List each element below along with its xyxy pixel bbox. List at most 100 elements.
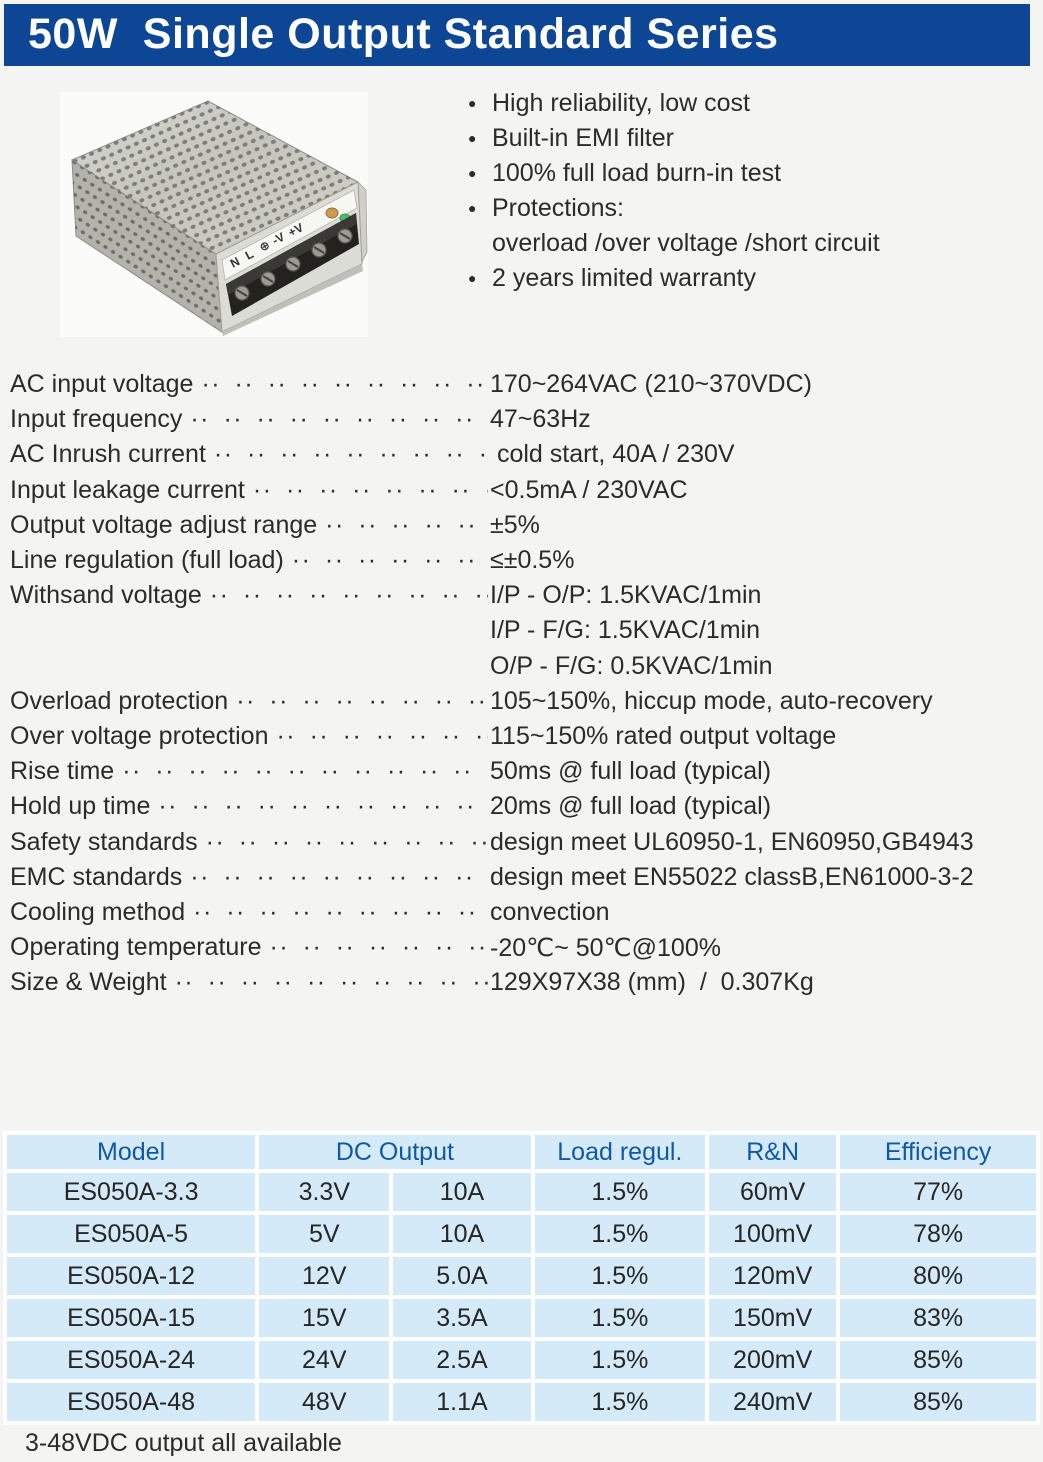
screw-slot — [262, 274, 274, 283]
spec-row: Over voltage protection ·· ·· ·· ·· ·· ·… — [10, 719, 1036, 754]
spec-row: Rise time ·· ·· ·· ·· ·· ·· ·· ·· ·· ·· … — [10, 754, 1036, 789]
dot-leader: ·· ·· ·· ·· ·· ·· ·· ·· ·· ·· ·· ·· ·· ·… — [209, 581, 488, 610]
screw-slot — [236, 288, 248, 297]
spec-left: Over voltage protection ·· ·· ·· ·· ·· ·… — [10, 722, 490, 751]
spec-value: 50ms @ full load (typical) — [490, 757, 772, 786]
table-cell: 85% — [840, 1383, 1036, 1421]
psu-top-perforation — [72, 100, 358, 254]
spec-value: I/P - O/P: 1.5KVAC/1min — [490, 581, 762, 610]
screw-slot — [339, 231, 351, 240]
dot-leader: ·· ·· ·· ·· ·· ·· ·· ·· ·· ·· ·· ·· ·· ·… — [174, 968, 488, 997]
table-cell: 3.3V — [259, 1173, 390, 1211]
terminal-label-strip — [221, 188, 358, 281]
feature-text: High reliability, low cost — [492, 89, 750, 117]
spec-label: Overload protection — [10, 686, 229, 715]
spec-value: design meet EN55022 classB,EN61000-3-2 — [490, 862, 974, 891]
terminal-block-top — [226, 212, 357, 295]
spec-left: Rise time ·· ·· ·· ·· ·· ·· ·· ·· ·· ·· … — [10, 757, 490, 786]
spec-left: Hold up time ·· ·· ·· ·· ·· ·· ·· ·· ·· … — [10, 792, 490, 821]
table-cell: 12V — [259, 1257, 390, 1295]
spec-left: EMC standards ·· ·· ·· ·· ·· ·· ·· ·· ··… — [10, 863, 490, 892]
spec-row: Withsand voltage ·· ·· ·· ·· ·· ·· ·· ··… — [10, 578, 1036, 613]
feature-item: overload /over voltage /short circuit — [468, 226, 1034, 261]
spec-value: convection — [490, 897, 610, 926]
feature-item: ● Built-in EMI filter — [468, 121, 1034, 156]
table-cell: 15V — [259, 1299, 390, 1337]
table-cell: 78% — [840, 1215, 1036, 1253]
dot-leader: ·· ·· ·· ·· ·· ·· ·· ·· ·· ·· ·· ·· ·· ·… — [276, 721, 488, 750]
spec-row: Cooling method ·· ·· ·· ·· ·· ·· ·· ·· ·… — [10, 895, 1036, 930]
table-header-cell: Model — [7, 1135, 256, 1169]
spec-value: <0.5mA / 230VAC — [490, 475, 688, 504]
table-cell: ES050A-24 — [7, 1341, 256, 1379]
dot-leader: ·· ·· ·· ·· ·· ·· ·· ·· ·· ·· ·· ·· ·· ·… — [291, 546, 488, 575]
spec-label: Size & Weight — [10, 968, 167, 997]
table-cell: 2.5A — [393, 1341, 531, 1379]
table-cell: ES050A-12 — [7, 1257, 256, 1295]
feature-text: overload /over voltage /short circuit — [492, 229, 880, 257]
spec-left: Input frequency ·· ·· ·· ·· ·· ·· ·· ·· … — [10, 405, 490, 434]
spec-label: Output voltage adjust range — [10, 510, 318, 539]
spec-value: 129X97X38 (mm) / 0.307Kg — [490, 968, 814, 997]
spec-label: Over voltage protection — [10, 721, 269, 750]
spec-label: Line regulation (full load) — [10, 546, 284, 575]
spec-row: I/P - F/G: 1.5KVAC/1min — [10, 613, 1036, 648]
bullet-icon: ● — [468, 270, 477, 286]
table-cell: 80% — [840, 1257, 1036, 1295]
spec-row: Hold up time ·· ·· ·· ·· ·· ·· ·· ·· ·· … — [10, 789, 1036, 824]
voltage-pot — [325, 207, 339, 218]
dot-leader: ·· ·· ·· ·· ·· ·· ·· ·· ·· ·· ·· ·· ·· ·… — [269, 933, 488, 962]
table-cell: 83% — [840, 1299, 1036, 1337]
spec-left: AC Inrush current ·· ·· ·· ·· ·· ·· ·· ·… — [10, 440, 490, 469]
table-cell: ES050A-15 — [7, 1299, 256, 1337]
spec-left: Size & Weight ·· ·· ·· ·· ·· ·· ·· ·· ··… — [10, 968, 490, 997]
spec-row: Size & Weight ·· ·· ·· ·· ·· ·· ·· ·· ··… — [10, 965, 1036, 1000]
spec-value: 170~264VAC (210~370VDC) — [490, 370, 812, 399]
dot-leader: ·· ·· ·· ·· ·· ·· ·· ·· ·· ·· ·· ·· ·· ·… — [213, 440, 488, 469]
spec-label: Operating temperature — [10, 933, 262, 962]
table-cell: 3.5A — [393, 1299, 531, 1337]
dot-leader: ·· ·· ·· ·· ·· ·· ·· ·· ·· ·· ·· ·· ·· ·… — [193, 897, 488, 926]
bullet-icon: ● — [468, 130, 477, 146]
table-cell: 10A — [393, 1215, 531, 1253]
spec-value: 47~63Hz — [490, 405, 591, 434]
feature-text: 2 years limited warranty — [492, 264, 756, 292]
spec-row: Input leakage current ·· ·· ·· ·· ·· ·· … — [10, 473, 1036, 508]
dot-leader: ·· ·· ·· ·· ·· ·· ·· ·· ·· ·· ·· ·· ·· ·… — [236, 686, 488, 715]
table-cell: ES050A-5 — [7, 1215, 256, 1253]
terminal-label: -V — [270, 229, 287, 247]
table-header-cell: Efficiency — [840, 1135, 1036, 1169]
page-title: 50W Single Output Standard Series — [28, 9, 779, 58]
spec-value: design meet UL60950-1, EN60950,GB4943 — [490, 827, 974, 856]
table-cell: 5.0A — [393, 1257, 531, 1295]
spec-left: Withsand voltage ·· ·· ·· ·· ·· ·· ·· ··… — [10, 581, 490, 610]
screw-slot — [287, 259, 299, 268]
bullet-icon: ● — [468, 200, 477, 216]
psu-left-perforation — [72, 159, 222, 332]
table-cell: 1.5% — [534, 1173, 706, 1211]
spec-left: Output voltage adjust range ·· ·· ·· ·· … — [10, 511, 490, 540]
spec-row: EMC standards ·· ·· ·· ·· ·· ·· ·· ·· ··… — [10, 860, 1036, 895]
table-cell: 100mV — [709, 1215, 837, 1253]
table-cell: ES050A-48 — [7, 1383, 256, 1421]
table-cell: 1.5% — [534, 1341, 706, 1379]
spec-row: Overload protection ·· ·· ·· ·· ·· ·· ··… — [10, 684, 1036, 719]
table-header-cell: DC Output — [259, 1135, 531, 1169]
dot-leader: ·· ·· ·· ·· ·· ·· ·· ·· ·· ·· ·· ·· ·· ·… — [201, 370, 488, 399]
table-cell: 77% — [840, 1173, 1036, 1211]
spec-left: Cooling method ·· ·· ·· ·· ·· ·· ·· ·· ·… — [10, 898, 490, 927]
spec-label: Safety standards — [10, 827, 198, 856]
table-cell: 240mV — [709, 1383, 837, 1421]
spec-label: AC input voltage — [10, 370, 194, 399]
spec-label: Input leakage current — [10, 475, 245, 504]
feature-item: ● 100% full load burn-in test — [468, 156, 1034, 191]
spec-row: Output voltage adjust range ·· ·· ·· ·· … — [10, 508, 1036, 543]
table-cell: 1.1A — [393, 1383, 531, 1421]
spec-value: 105~150%, hiccup mode, auto-recovery — [490, 686, 933, 715]
feature-list: ● High reliability, low cost ● Built-in … — [468, 86, 1034, 296]
